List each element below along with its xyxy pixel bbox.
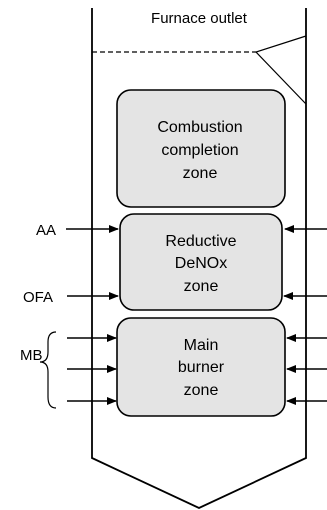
outlet-duct: [254, 35, 307, 105]
main-burner-zone: [116, 317, 286, 417]
mb-label: MB: [20, 347, 43, 364]
burner-zone-line-3: zone: [184, 382, 219, 399]
combustion-zone-line-1: Combustion: [157, 119, 242, 136]
combustion-zone-line-3: zone: [183, 165, 218, 182]
combustion-completion-zone: [116, 89, 286, 208]
furnace-walls: [91, 8, 307, 509]
combustion-zone-line-2: completion: [161, 142, 238, 159]
burner-zone-line-2: burner: [178, 359, 225, 376]
denox-zone-line-2: DeNOx: [175, 255, 227, 272]
furnace-outlet-label: Furnace outlet: [151, 10, 248, 27]
mb-brace: [39, 331, 57, 409]
reductive-denox-zone: [119, 213, 283, 311]
denox-zone-line-3: zone: [184, 278, 219, 295]
aa-label: AA: [36, 222, 56, 239]
ofa-label: OFA: [23, 289, 53, 306]
burner-zone-line-1: Main: [184, 337, 219, 354]
denox-zone-line-1: Reductive: [165, 233, 236, 250]
